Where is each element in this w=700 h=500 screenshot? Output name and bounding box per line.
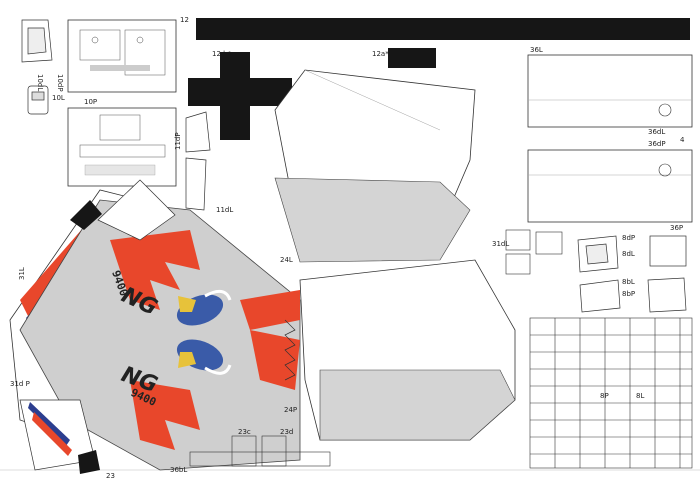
label-36dl: 36dL [648,128,665,136]
label-8p: 8P [600,392,609,400]
vertical-tail-bottom [19,399,100,474]
label-36l: 36L [530,46,543,54]
side-parts-11 [185,111,211,211]
label-23: 23 [106,472,115,480]
right-panel-36p [527,149,693,223]
vertical-tail-top [70,179,176,241]
squadron-emblem-lower [176,339,232,375]
label-10p: 10P [84,98,97,106]
label-23d: 23d [280,428,293,436]
label-31dl: 31dL [492,240,509,248]
label-10dp: 10dP [56,74,64,92]
label-8dp: 8dP [622,234,635,242]
label-12: 12 [180,16,189,24]
label-8bp: 8bP [622,290,635,298]
label-11dp: 11dP [174,132,182,150]
bottom-parts-23 [189,435,331,467]
canopy-parts [21,19,53,115]
label-8dl: 8dL [622,250,635,258]
black-block-12a [388,48,436,68]
small-parts-8 [577,235,687,313]
zigzag-edge [284,319,296,381]
label-36dp: 36dP [648,140,666,148]
label-36p: 36P [670,224,683,232]
cockpit-panel-10l [67,19,177,93]
label-8bl: 8bL [622,278,635,286]
black-strip-12 [196,18,690,40]
label-10dl: 10dL [36,74,44,91]
label-31l: 31L [18,267,26,280]
small-parts-31 [505,229,563,275]
fuselage-main-gray [19,199,301,471]
stringer-grid [529,317,693,469]
black-cross-part [188,52,292,140]
right-panel-36l [527,54,693,128]
wing-panel-lower [299,259,516,441]
label-8l: 8L [636,392,644,400]
squadron-emblem-upper [176,289,232,326]
label-23c: 23c [238,428,251,436]
label-12a: 12a* [372,50,389,58]
label-4: 4 [680,136,685,144]
label-36bl: 36bL [170,466,187,474]
label-11dl: 11dL [216,206,233,214]
wing-panel-upper [274,69,476,263]
label-24l: 24L [280,256,293,264]
cockpit-panel-10p [67,107,177,187]
label-24p: 24P [284,406,297,414]
label-10l: 10L [52,94,65,102]
label-31dp: 31d P [10,380,30,388]
